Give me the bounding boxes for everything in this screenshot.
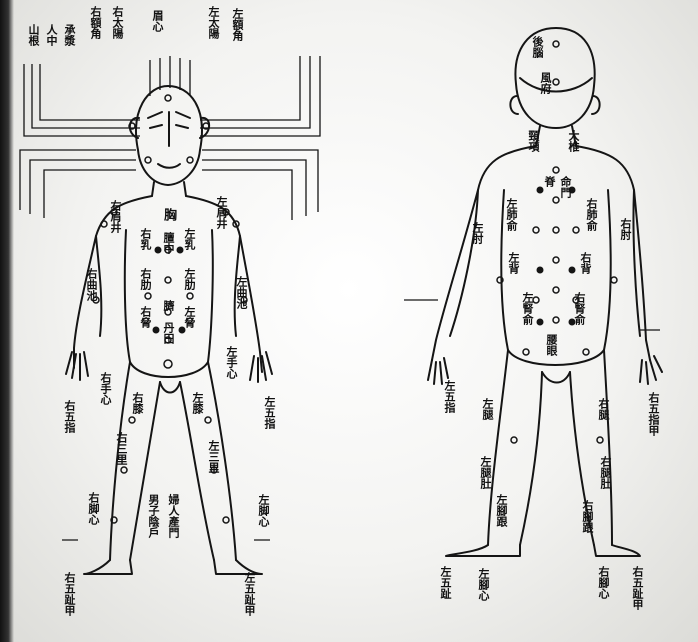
back-leg-left-label: 左腿 xyxy=(482,398,493,420)
front-face-label: 人中 xyxy=(46,24,57,46)
front-chest-right: 右脅 xyxy=(140,306,151,328)
front-chest-left: 左乳 xyxy=(184,228,195,250)
front-chest-left: 左肋 xyxy=(184,268,195,290)
back-buttock-line xyxy=(542,372,570,383)
back-neck-label: 頸項 xyxy=(528,130,539,152)
front-head-label: 左額角 xyxy=(232,8,243,41)
front-leg-left-label: 左脚心 xyxy=(258,494,269,527)
back-leg-right-label: 右腿肚 xyxy=(600,456,611,489)
front-leg-left-label: 左三里 xyxy=(208,440,219,473)
back-leg-left-label: 左腳跟 xyxy=(496,494,507,527)
front-arm-left-label: 左五指 xyxy=(264,396,275,429)
front-leg-right-label: 右脚心 xyxy=(88,492,99,525)
front-bottom-label: 婦人產門 xyxy=(168,494,179,538)
acupoint-markers xyxy=(93,41,617,523)
front-chest-right: 右肋 xyxy=(140,268,151,290)
back-bottom-label: 右腳心 xyxy=(598,566,609,599)
front-head-label: 左太陽 xyxy=(208,6,219,39)
front-chest-right: 右乳 xyxy=(140,228,151,250)
back-right-ear xyxy=(592,96,600,114)
back-leg-right-label: 右腳跟 xyxy=(582,500,593,533)
back-right-label: 右肺俞 xyxy=(586,198,597,231)
back-arm-left-label: 左肘 xyxy=(472,222,483,244)
back-leg-right-label: 右腿 xyxy=(598,398,609,420)
front-face-label: 山根 xyxy=(28,24,39,46)
back-spine-label: 脊 xyxy=(544,176,555,187)
back-neck-label: 大椎 xyxy=(568,130,579,152)
back-arm-right-label: 右五指甲 xyxy=(648,392,659,436)
front-arm-right-label: 右五指 xyxy=(64,400,75,433)
front-bottom-label: 男子陰戶 xyxy=(148,494,159,538)
front-arm-right-label: 右手心 xyxy=(100,372,111,405)
front-arm-left-label: 左手心 xyxy=(226,346,237,379)
front-head-label: 右太陽 xyxy=(112,6,123,39)
back-bottom-label: 右五趾甲 xyxy=(632,566,643,610)
front-leg-left-label: 左五趾甲 xyxy=(244,572,255,616)
back-head-label: 後腦 xyxy=(532,36,543,58)
front-left-hand xyxy=(66,352,88,380)
back-body-outline xyxy=(432,146,650,360)
front-head-label: 眉心 xyxy=(152,10,163,32)
front-chest-center: 膻中 xyxy=(163,232,174,254)
back-head xyxy=(515,28,594,128)
back-spine-label: 命門 xyxy=(560,176,571,198)
front-left-foot xyxy=(84,560,132,574)
back-arm-right-label: 右肘 xyxy=(620,218,631,240)
front-head-label: 右額角 xyxy=(90,6,101,39)
front-arm-left-label: 左曲池 xyxy=(236,276,247,309)
back-bottom-label: 左腳心 xyxy=(478,568,489,601)
front-arm-left-label: 左肩井 xyxy=(216,196,227,229)
back-head-label: 風府 xyxy=(540,72,551,94)
front-leg-left-label: 左膝 xyxy=(192,392,203,414)
front-leg-right-label: 右五趾甲 xyxy=(64,572,75,616)
back-right-foot xyxy=(594,545,640,556)
front-chest-center: 臍 xyxy=(163,300,174,311)
front-chest-left: 左脅 xyxy=(184,306,195,328)
front-arm-right-label: 右肩井 xyxy=(110,200,121,233)
back-right-label: 右腎俞 xyxy=(574,292,585,325)
back-right-label: 右背 xyxy=(580,252,591,274)
front-leg-right-label: 右三里 xyxy=(116,432,127,465)
front-face-label: 承漿 xyxy=(64,24,75,46)
back-spine-label: 腰眼 xyxy=(546,334,557,356)
back-figure xyxy=(428,28,662,556)
front-chest-center: 胸 xyxy=(162,208,175,221)
front-groin xyxy=(160,382,180,393)
front-leg-right-label: 右膝 xyxy=(132,392,143,414)
front-arm-right-label: 右曲池 xyxy=(86,268,97,301)
back-leg-left-label: 左腿肚 xyxy=(480,456,491,489)
back-left-foot xyxy=(446,545,520,556)
back-left-label: 左背 xyxy=(508,252,519,274)
back-bottom-label: 左五趾 xyxy=(440,566,451,599)
back-left-label: 左腎俞 xyxy=(522,292,533,325)
back-right-hand xyxy=(640,356,662,384)
front-chest-center: 丹田 xyxy=(163,322,174,344)
back-left-label: 左肺俞 xyxy=(506,198,517,231)
back-left-ear xyxy=(510,96,518,114)
front-mouth xyxy=(158,164,180,168)
back-arm-left-label: 左五指 xyxy=(444,380,455,413)
